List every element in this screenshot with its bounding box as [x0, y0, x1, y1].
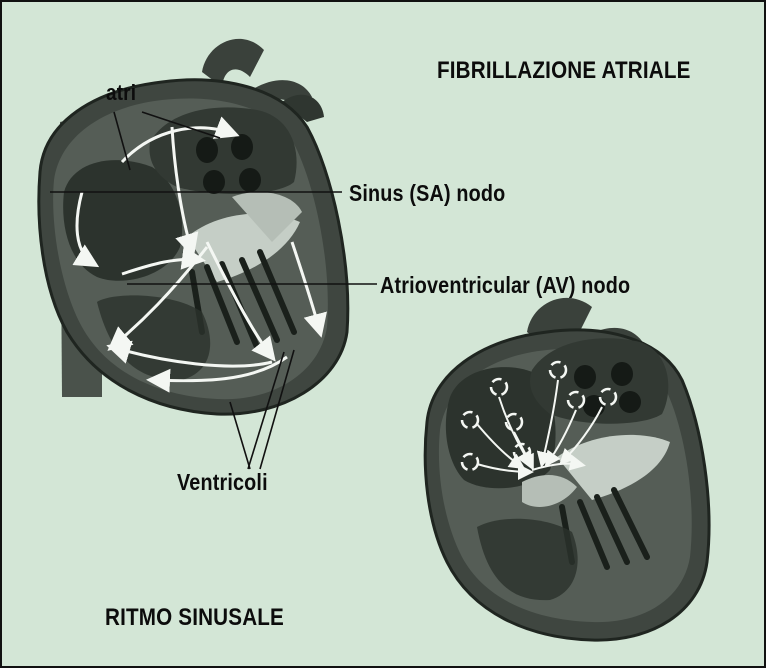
av-node-label: Atrioventricular (AV) nodo — [380, 272, 630, 299]
af-title: FIBRILLAZIONE ATRIALE — [437, 57, 691, 85]
heart-sinus-rhythm — [39, 39, 348, 414]
ventricles-label: Ventricoli — [177, 469, 268, 496]
sa-node-label: Sinus (SA) nodo — [349, 180, 505, 207]
atria-label: atri — [106, 80, 136, 106]
heart-atrial-fibrillation — [425, 298, 709, 640]
sinus-rhythm-label: RITMO SINUSALE — [105, 604, 284, 632]
